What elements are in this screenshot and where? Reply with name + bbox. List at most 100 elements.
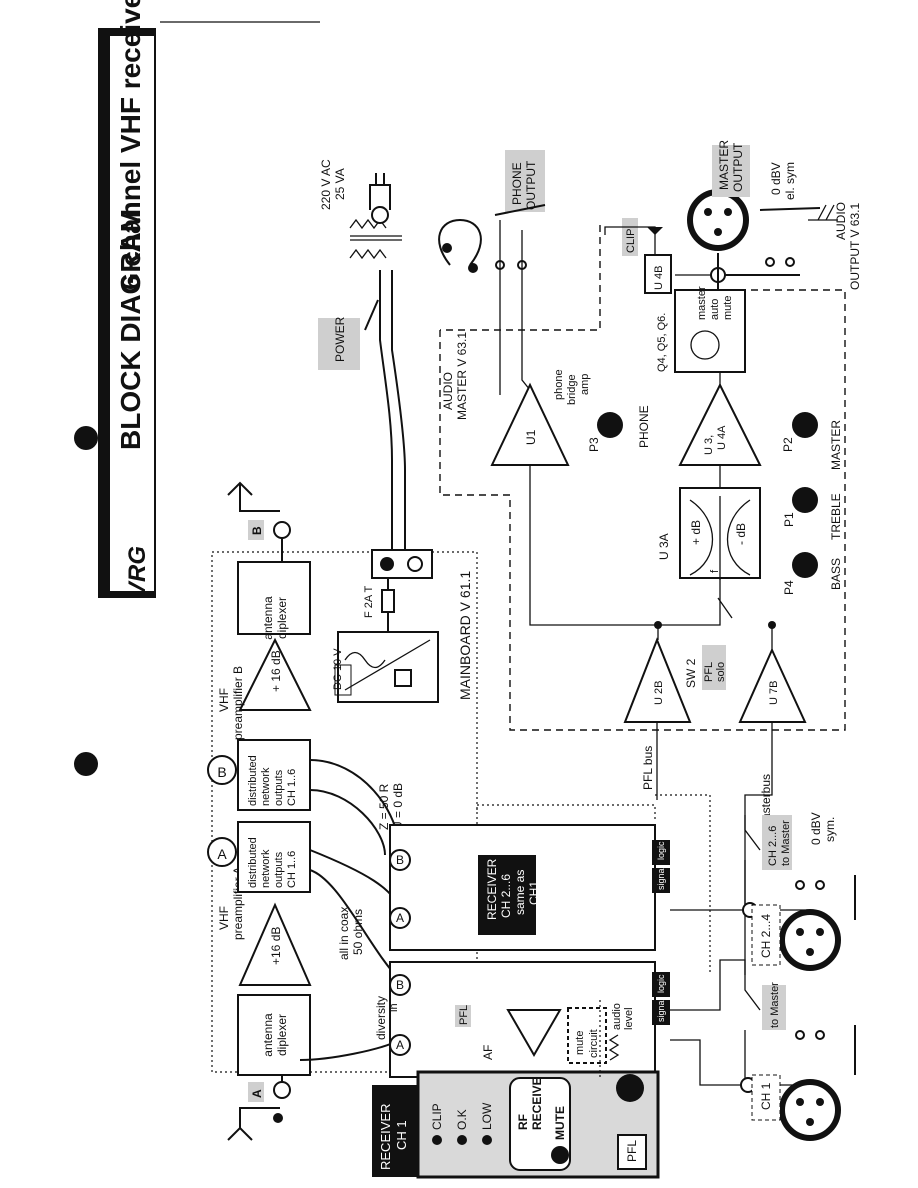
svg-text:MASTER: MASTER: [829, 420, 843, 470]
svg-text:25 VA: 25 VA: [333, 168, 347, 200]
antenna-a: A: [227, 1052, 291, 1141]
svg-text:MAINBOARD V 61.1: MAINBOARD V 61.1: [457, 571, 473, 700]
ch1-xlr: [779, 1079, 841, 1141]
svg-text:RECEIVER: RECEIVER: [378, 1104, 393, 1170]
svg-text:F 2A T: F 2A T: [363, 586, 375, 618]
svg-text:RECEIVE: RECEIVE: [530, 1077, 544, 1130]
svg-text:CH 1: CH 1: [759, 1082, 773, 1110]
svg-text:logic: logic: [656, 974, 666, 993]
svg-text:to Master: to Master: [780, 820, 792, 866]
pfl-button[interactable]: [617, 1134, 647, 1170]
headphones-icon: [438, 218, 482, 266]
svg-text:P3: P3: [587, 437, 601, 452]
svg-text:AUDIO: AUDIO: [834, 202, 848, 240]
svg-text:BASS: BASS: [829, 558, 843, 590]
svg-text:AUDIO: AUDIO: [441, 372, 455, 410]
svg-text:PFL: PFL: [625, 1140, 639, 1162]
svg-text:MASTER: MASTER: [717, 140, 731, 190]
diplexer-a-box: [237, 994, 311, 1076]
svg-text:U 4A: U 4A: [716, 425, 728, 450]
svg-text:VHF: VHF: [217, 906, 231, 930]
svg-text:A: A: [250, 1089, 264, 1098]
svg-text:solo: solo: [715, 662, 727, 682]
svg-text:el. sym: el. sym: [783, 162, 797, 200]
svg-text:amp: amp: [579, 374, 591, 395]
svg-text:SW 2: SW 2: [684, 658, 698, 688]
svg-text:- dB: - dB: [734, 523, 748, 545]
treble-knob[interactable]: [792, 487, 818, 513]
svg-text:CH 1..6: CH 1..6: [286, 851, 298, 888]
audio-master-region: [439, 225, 846, 731]
svg-text:U 3,: U 3,: [703, 435, 715, 455]
svg-text:PFL: PFL: [703, 662, 715, 682]
master-output-xlr: [687, 189, 749, 251]
mute-button[interactable]: [551, 1146, 569, 1164]
bass-knob[interactable]: [792, 552, 818, 578]
svg-text:0 dBV: 0 dBV: [769, 162, 783, 195]
svg-text:outputs: outputs: [273, 851, 285, 888]
svg-text:B: B: [217, 764, 226, 780]
svg-text:A: A: [396, 911, 404, 925]
svg-text:level: level: [623, 1007, 635, 1030]
master-knob[interactable]: [792, 412, 818, 438]
svg-text:+ 16 dB: + 16 dB: [269, 650, 283, 692]
phone-knob[interactable]: [597, 412, 623, 438]
svg-text:P2: P2: [781, 437, 795, 452]
svg-text:mute: mute: [722, 296, 734, 320]
svg-text:diversity: diversity: [374, 996, 388, 1040]
svg-text:outputs: outputs: [273, 769, 285, 806]
svg-text:U 3A: U 3A: [657, 533, 671, 560]
svg-text:P4: P4: [782, 580, 796, 595]
power-supply-box: [337, 631, 439, 703]
svg-text:PFL bus: PFL bus: [641, 746, 655, 790]
svg-text:in: in: [388, 1003, 400, 1012]
svg-text:P1: P1: [782, 512, 796, 527]
svg-text:O.K: O.K: [455, 1109, 469, 1130]
svg-text:OUTPUT: OUTPUT: [731, 142, 745, 192]
subtitle-text: 6 channel VHF receiver: [115, 0, 146, 290]
svg-text:Q4, Q5, Q6.: Q4, Q5, Q6.: [656, 313, 668, 372]
svg-text:audio: audio: [611, 1003, 623, 1030]
svg-text:CH 1..6: CH 1..6: [286, 769, 298, 806]
preamp-b: [238, 637, 312, 711]
svg-text:preamplifier B: preamplifier B: [231, 666, 245, 740]
svg-text:U = 0 dB: U = 0 dB: [391, 783, 405, 830]
svg-text:+16 dB: +16 dB: [269, 927, 283, 965]
svg-text:all in coax: all in coax: [337, 907, 351, 960]
svg-text:distributed: distributed: [247, 837, 259, 888]
dist-network-b: [237, 739, 311, 811]
svg-text:PHONE: PHONE: [637, 405, 651, 448]
audio-level-knob[interactable]: [616, 1074, 644, 1102]
svg-text:distributed: distributed: [247, 755, 259, 806]
svg-text:A: A: [217, 846, 227, 862]
svg-text:circuit: circuit: [588, 1029, 600, 1058]
coax-cables: [299, 759, 401, 1061]
svg-text:CH 2...4: CH 2...4: [759, 914, 773, 958]
af-amp: [506, 1009, 562, 1057]
svg-text:network: network: [260, 849, 272, 888]
svg-text:mute: mute: [574, 1031, 586, 1055]
svg-text:AF: AF: [481, 1045, 495, 1060]
svg-text:Z = 50 R: Z = 50 R: [377, 783, 391, 830]
svg-text:same as: same as: [513, 870, 527, 915]
svg-text:U 7B: U 7B: [768, 681, 780, 705]
ch2-4-xlr: [779, 909, 841, 971]
svg-text:antenna: antenna: [261, 1013, 275, 1057]
bullet-dot-2: [74, 752, 98, 776]
svg-text:+ dB: + dB: [689, 520, 703, 545]
svg-text:sym.: sym.: [823, 817, 837, 842]
svg-text:bridge: bridge: [566, 374, 578, 405]
svg-text:RECEIVER: RECEIVER: [485, 858, 499, 920]
svg-text:B: B: [396, 853, 404, 867]
dist-network-a: [237, 821, 311, 893]
svg-text:CH 2...6: CH 2...6: [499, 874, 513, 918]
svg-text:signal: signal: [656, 998, 666, 1022]
svg-text:0 dBV: 0 dBV: [809, 812, 823, 845]
svg-text:diplexer: diplexer: [275, 597, 289, 639]
master-amp-u3: [678, 382, 762, 466]
svg-text:PFL: PFL: [458, 1005, 470, 1025]
svg-text:CH 2...6: CH 2...6: [767, 826, 779, 866]
svg-text:CH1: CH1: [527, 881, 541, 905]
svg-text:220 V AC: 220 V AC: [319, 159, 333, 210]
svg-text:PHONE: PHONE: [510, 162, 524, 205]
